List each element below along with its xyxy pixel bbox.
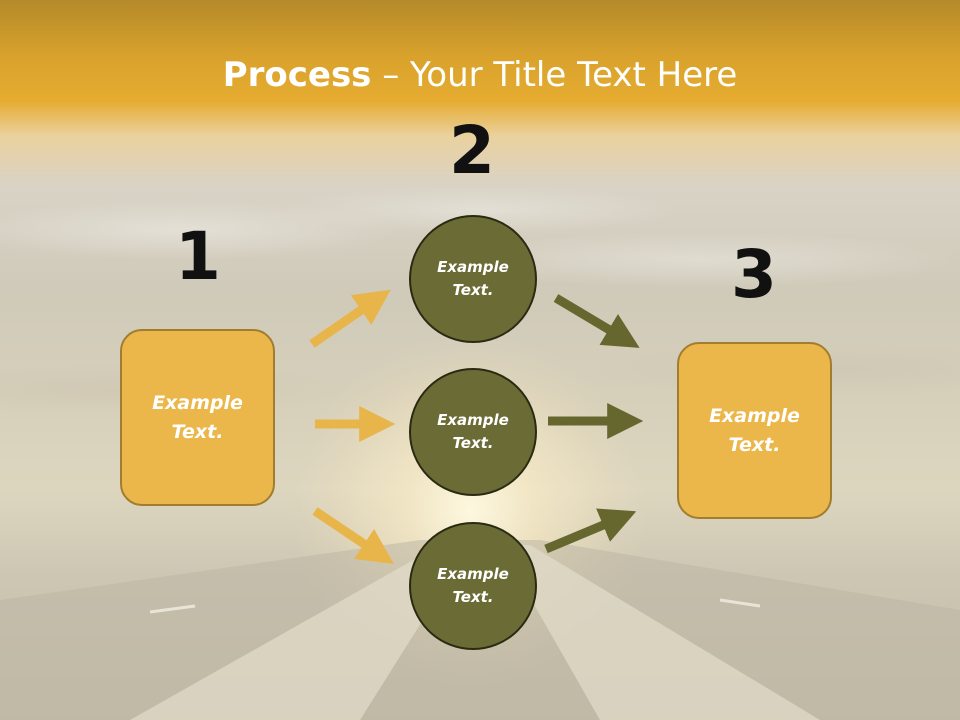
left-box-text: Example Text. xyxy=(152,391,243,443)
circle-bottom-text: Example Text. xyxy=(437,565,509,606)
circle-middle[interactable]: Example Text. xyxy=(409,368,537,496)
step-number-2: 2 xyxy=(449,112,495,189)
right-text-box[interactable]: Example Text. xyxy=(677,342,832,519)
circle-middle-text: Example Text. xyxy=(437,411,509,452)
title-bold: Process xyxy=(222,55,372,95)
right-box-text: Example Text. xyxy=(709,404,800,456)
circle-bottom[interactable]: Example Text. xyxy=(409,522,537,650)
circle-top-text: Example Text. xyxy=(437,258,509,299)
slide-title: Process – Your Title Text Here xyxy=(0,52,960,98)
step-number-3: 3 xyxy=(731,236,777,313)
left-text-box[interactable]: Example Text. xyxy=(120,329,275,506)
arrow-from-bottom-circle xyxy=(544,508,637,554)
arrow-from-top-circle xyxy=(553,294,640,348)
arrow-to-top-circle xyxy=(309,289,391,348)
step-number-1: 1 xyxy=(175,218,221,295)
title-rest: – Your Title Text Here xyxy=(371,55,738,95)
arrow-to-bottom-circle xyxy=(312,507,394,565)
circle-top[interactable]: Example Text. xyxy=(409,215,537,343)
